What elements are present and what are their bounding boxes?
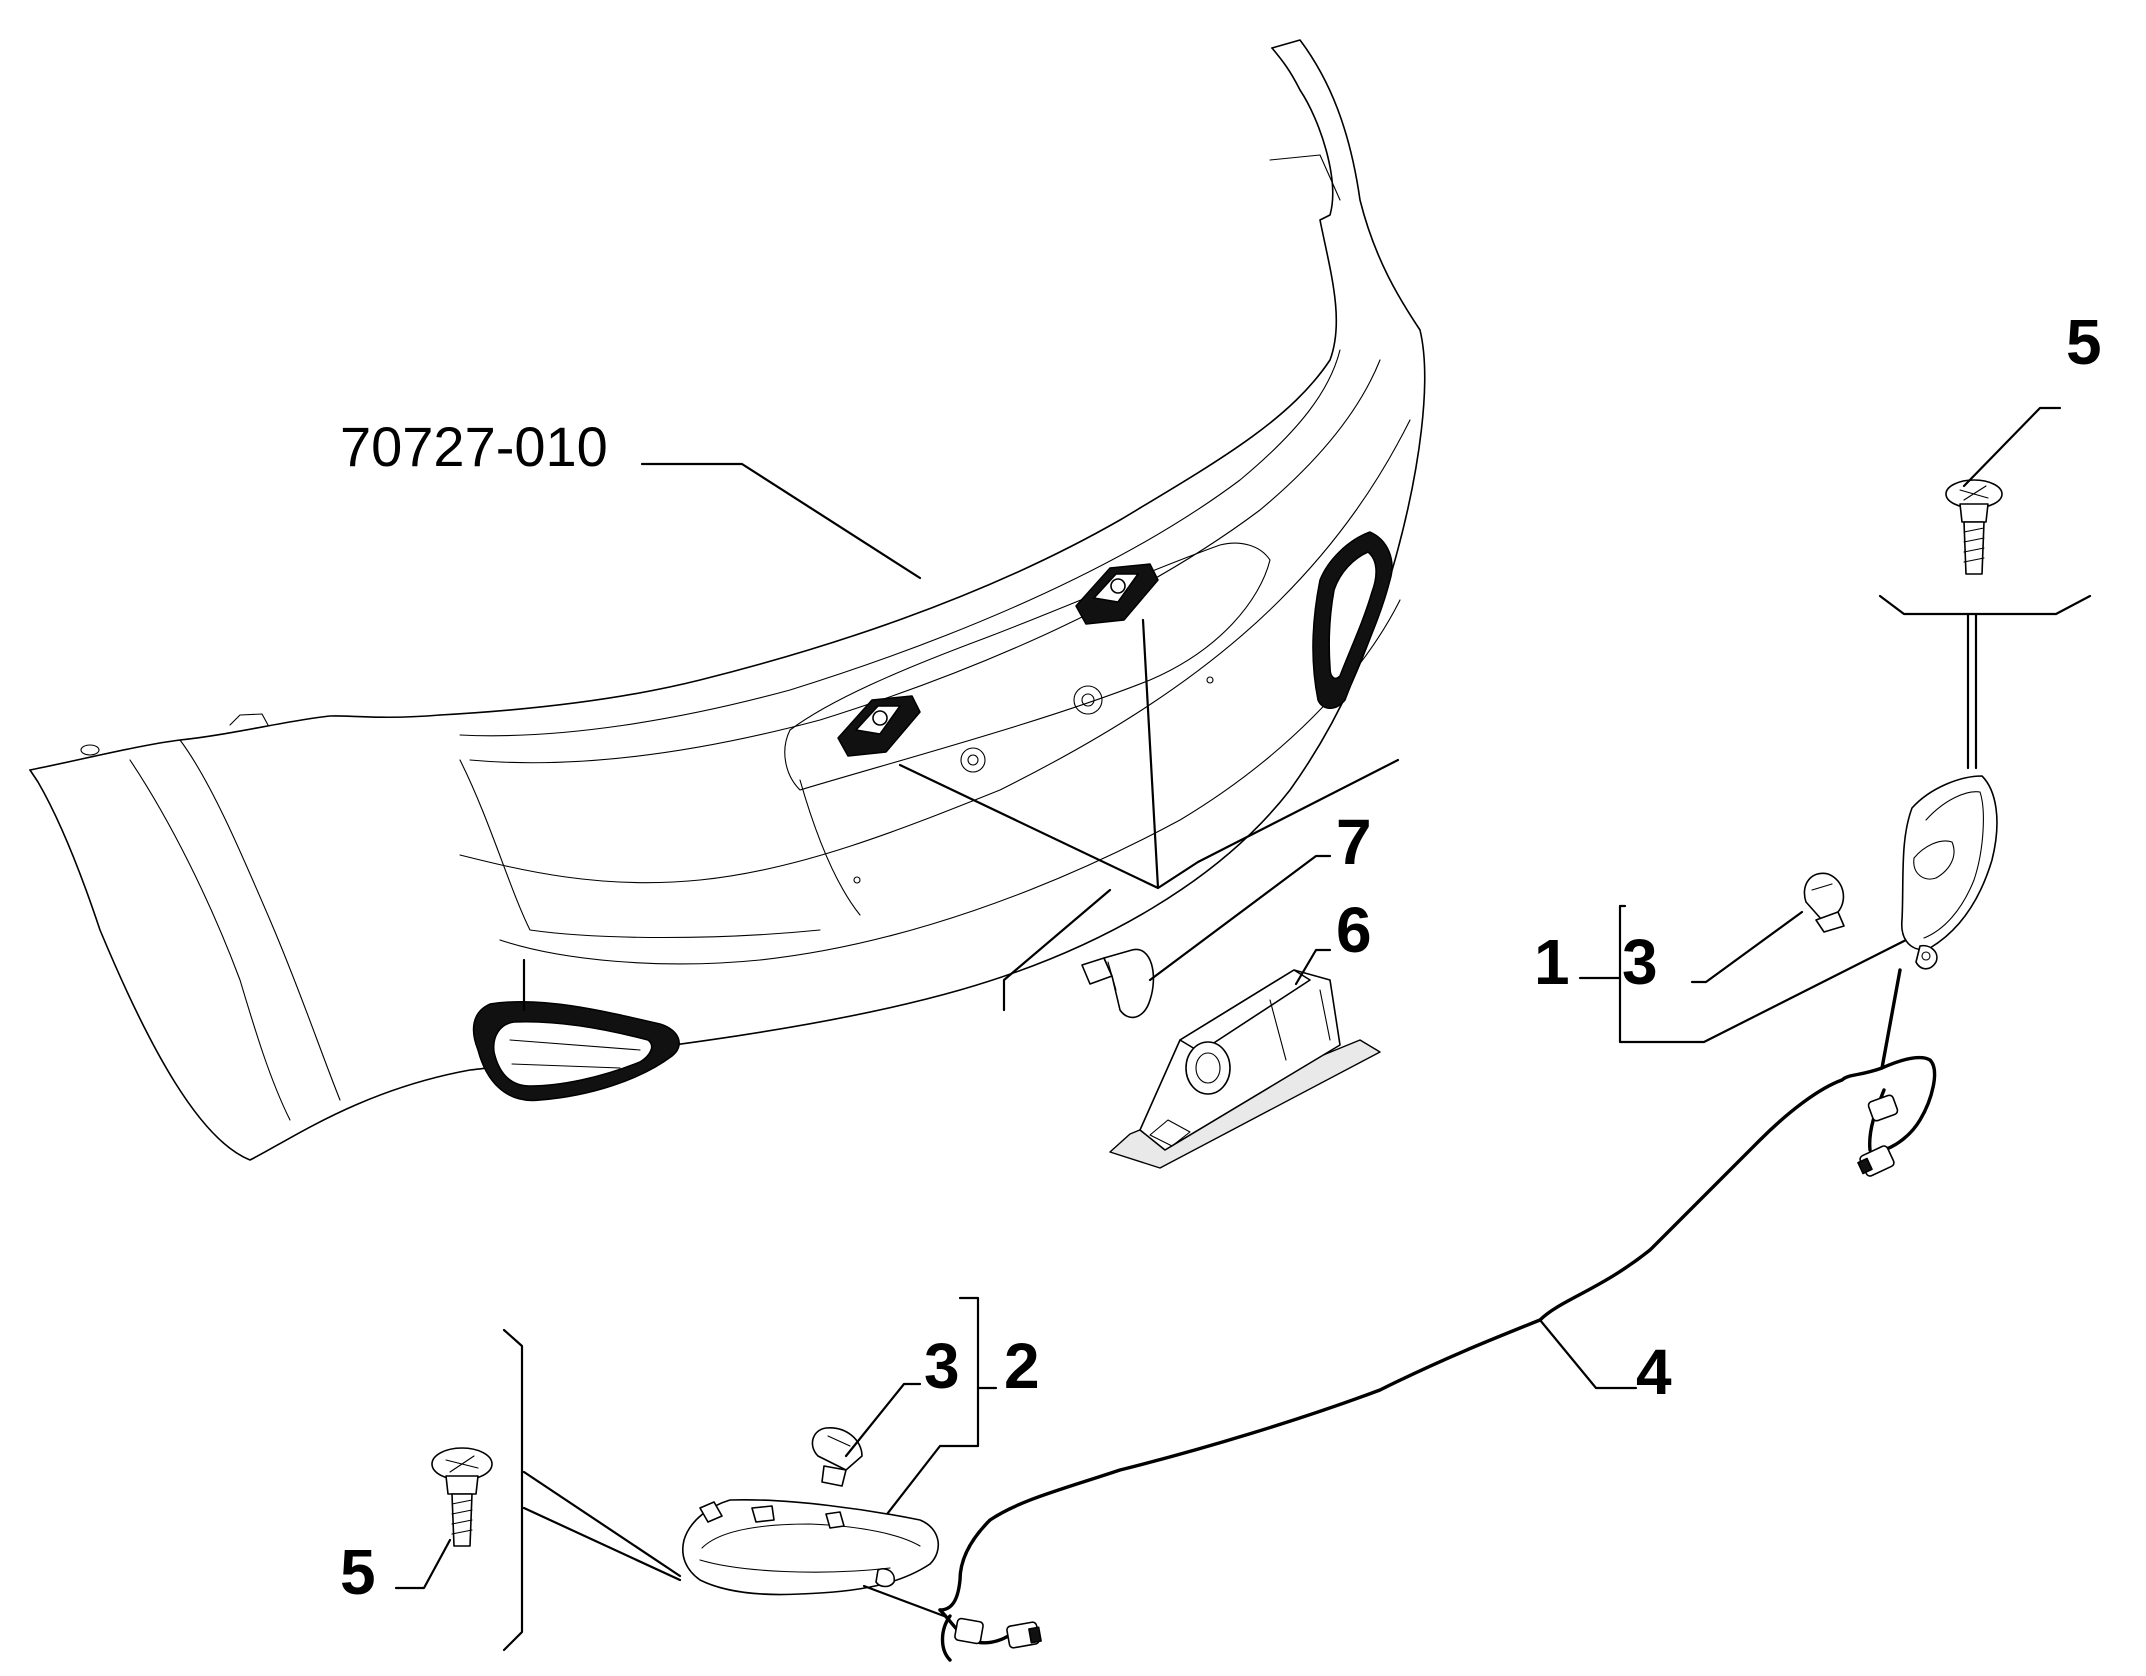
- bracket-callout-2: [868, 1296, 980, 1538]
- headlamp-unit-right: [1901, 775, 1998, 970]
- bumper-lamp-housing-left: [472, 1000, 680, 1102]
- screw-right: [1945, 479, 2003, 575]
- license-plate-bulb: [1081, 948, 1155, 1019]
- headlamp-unit-left: [682, 1498, 940, 1596]
- leader-callout-7: [1148, 854, 1332, 982]
- leader-plate-mounts: [898, 618, 1400, 890]
- bracket-screw-right: [1878, 594, 2092, 770]
- callout-1: 1: [1534, 926, 1570, 998]
- callout-3-right: 3: [1622, 926, 1658, 998]
- callout-2: 2: [1004, 1330, 1040, 1402]
- screw-left: [431, 1447, 493, 1547]
- leader-callout-3-left: [844, 1382, 922, 1458]
- leader-callout-5-right: [1962, 406, 2062, 488]
- callout-5-right: 5: [2066, 306, 2102, 378]
- leader-callout-3-right: [1690, 910, 1804, 984]
- wiring-harness: [938, 968, 1937, 1662]
- leader-reference-part: [640, 462, 922, 580]
- bracket-callout-1: [1618, 904, 1908, 1044]
- bumper-lamp-housing-right: [1312, 531, 1393, 709]
- license-plate-lamp: [1109, 969, 1381, 1169]
- leader-callout-4: [1538, 1318, 1638, 1390]
- plate-lamp-mount-right: [1075, 563, 1159, 625]
- leader-callout-5-left: [394, 1538, 452, 1590]
- bulb-right: [1803, 872, 1845, 933]
- callout-7: 7: [1336, 806, 1372, 878]
- bracket-screw-left: [502, 1328, 682, 1652]
- callout-3-left: 3: [924, 1330, 960, 1402]
- leader-callout-6: [1294, 948, 1332, 986]
- leader-headlamp-left-wire: [862, 1584, 946, 1618]
- leader-plate-lamp-bracket: [1002, 888, 1112, 1012]
- callout-4: 4: [1636, 1336, 1672, 1408]
- plate-lamp-mount-left: [837, 695, 921, 757]
- reference-part-number: 70727-010: [340, 415, 608, 478]
- rear-bumper: [29, 39, 1426, 1161]
- bulb-left: [811, 1427, 863, 1487]
- callout-6: 6: [1336, 894, 1372, 966]
- callout-5-left: 5: [340, 1536, 376, 1608]
